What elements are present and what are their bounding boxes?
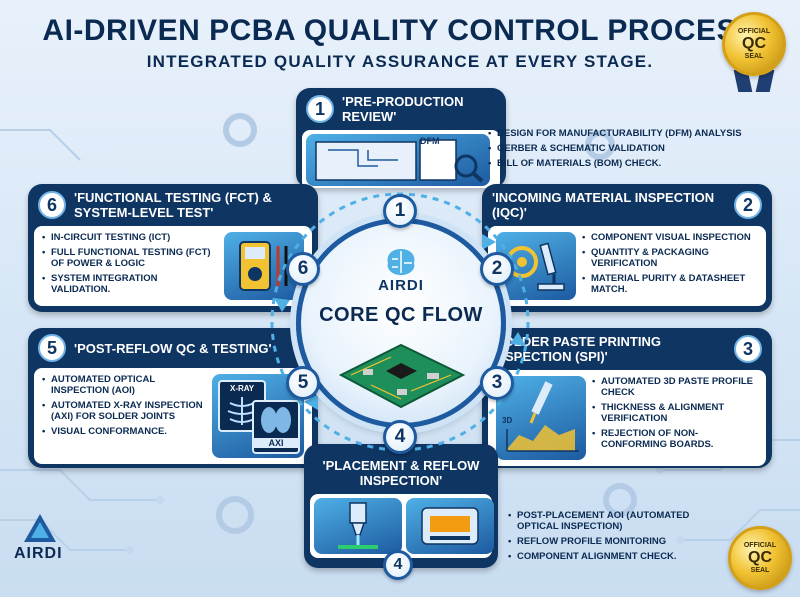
3d-label: 3D xyxy=(502,416,513,425)
core-brand: AIRDI xyxy=(378,277,424,294)
list-item: REJECTION OF NON-CONFORMING BOARDS. xyxy=(592,428,758,450)
core-title: CORE QC FLOW xyxy=(319,304,483,326)
list-item: DESIGN FOR MANUFACTURABILITY (DFM) ANALY… xyxy=(488,128,788,139)
ring-marker-5: 5 xyxy=(286,366,320,400)
step-5-list: AUTOMATED OPTICAL INSPECTION (AOI) AUTOM… xyxy=(42,374,206,458)
list-item: GERBER & SCHEMATIC VALIDATION xyxy=(488,143,788,154)
seal-line-1: OFFICIAL xyxy=(737,28,771,35)
step-4-panel: 'PLACEMENT & REFLOW INSPECTION' xyxy=(304,444,498,568)
step-2-list: COMPONENT VISUAL INSPECTION QUANTITY & P… xyxy=(582,232,758,300)
list-item: AUTOMATED OPTICAL INSPECTION (AOI) xyxy=(42,374,206,396)
xray-illustration: X-RAY AXI xyxy=(212,374,304,458)
step-6-header: 6 'FUNCTIONAL TESTING (FCT) & SYSTEM-LEV… xyxy=(28,184,318,226)
multimeter-illustration xyxy=(224,232,304,300)
step-6-list: IN-CIRCUIT TESTING (ICT) FULL FUNCTIONAL… xyxy=(42,232,218,300)
step-2-header: 'INCOMING MATERIAL INSPECTION (IQC)' 2 xyxy=(482,184,772,226)
step-4-title: 'PLACEMENT & REFLOW INSPECTION' xyxy=(322,458,480,488)
footer-brand: AIRDI xyxy=(14,545,63,562)
qc-seal-bottom: OFFICIAL QC SEAL xyxy=(728,526,792,590)
list-item: POST-PLACEMENT AOI (AUTOMATED OPTICAL IN… xyxy=(508,510,728,532)
ribcage-icon xyxy=(227,397,257,425)
step-5-title: 'POST-REFLOW QC & TESTING' xyxy=(74,340,272,356)
step-1-header: 1 'PRE-PRODUCTION REVIEW' xyxy=(296,88,506,130)
step-1-number: 1 xyxy=(306,95,334,123)
xray-label: X-RAY xyxy=(229,384,254,393)
step-5-panel: 5 'POST-REFLOW QC & TESTING' AUTOMATED O… xyxy=(28,328,318,468)
step-5-header: 5 'POST-REFLOW QC & TESTING' xyxy=(28,328,318,368)
airdi-brain-icon xyxy=(387,249,415,275)
list-item: THICKNESS & ALIGNMENT VERIFICATION xyxy=(592,402,758,424)
step-4-list: POST-PLACEMENT AOI (AUTOMATED OPTICAL IN… xyxy=(508,510,728,566)
step-1-title: 'PRE-PRODUCTION REVIEW' xyxy=(342,94,464,124)
step-3-number: 3 xyxy=(734,335,762,363)
list-item: QUANTITY & PACKAGING VERIFICATION xyxy=(582,247,758,269)
seal-line-3: SEAL xyxy=(744,53,764,60)
list-item: SYSTEM INTEGRATION VALIDATION. xyxy=(42,273,218,295)
ring-marker-3: 3 xyxy=(480,366,514,400)
qc-seal-top: OFFICIAL QC SEAL xyxy=(722,12,786,92)
step-2-number: 2 xyxy=(734,191,762,219)
list-item: AUTOMATED X-RAY INSPECTION (AXI) FOR SOL… xyxy=(42,400,206,422)
ring-marker-2: 2 xyxy=(480,252,514,286)
step-2-panel: 'INCOMING MATERIAL INSPECTION (IQC)' 2 C… xyxy=(482,184,772,312)
list-item: COMPONENT VISUAL INSPECTION xyxy=(582,232,758,243)
step-1-panel: 1 'PRE-PRODUCTION REVIEW' DFM xyxy=(296,88,506,188)
list-item: VISUAL CONFORMANCE. xyxy=(42,426,206,437)
step-3-panel: 'SOLDER PASTE PRINTING INSPECTION (SPI)'… xyxy=(482,328,772,468)
step-2-title: 'INCOMING MATERIAL INSPECTION (IQC)' xyxy=(492,190,715,220)
step-1-list: DESIGN FOR MANUFACTURABILITY (DFM) ANALY… xyxy=(488,128,788,173)
list-item: IN-CIRCUIT TESTING (ICT) xyxy=(42,232,218,243)
step-3-list: AUTOMATED 3D PASTE PROFILE CHECK THICKNE… xyxy=(592,376,758,460)
list-item: BILL OF MATERIALS (BOM) CHECK. xyxy=(488,158,788,169)
solder-paste-icon xyxy=(506,381,579,452)
ring-marker-6: 6 xyxy=(286,252,320,286)
dfm-label: DFM xyxy=(420,136,440,146)
placement-nozzle-illustration xyxy=(314,498,402,554)
ring-marker-4: 4 xyxy=(383,420,417,454)
microscope-icon xyxy=(506,242,565,291)
reflow-oven-icon xyxy=(421,507,479,545)
seal-line-2: QC xyxy=(742,35,766,52)
multimeter-icon xyxy=(239,241,288,291)
reflow-oven-illustration xyxy=(406,498,494,554)
seal-line-2: QC xyxy=(748,549,772,566)
axi-card: AXI xyxy=(252,400,300,454)
lungs-icon xyxy=(261,407,291,433)
list-item: COMPONENT ALIGNMENT CHECK. xyxy=(508,551,728,562)
core-qc-flow: AIRDI CORE QC FLOW xyxy=(296,218,506,428)
pcb-board-icon xyxy=(338,343,466,409)
list-item: MATERIAL PURITY & DATASHEET MATCH. xyxy=(582,273,758,295)
airdi-logo-icon xyxy=(24,514,56,542)
list-item: FULL FUNCTIONAL TESTING (FCT) OF POWER &… xyxy=(42,247,218,269)
seal-line-3: SEAL xyxy=(750,567,770,574)
ring-marker-1: 1 xyxy=(383,194,417,228)
axi-label: AXI xyxy=(254,438,298,448)
step-5-number: 5 xyxy=(38,334,66,362)
step-6-number: 6 xyxy=(38,191,66,219)
step-6-panel: 6 'FUNCTIONAL TESTING (FCT) & SYSTEM-LEV… xyxy=(28,184,318,312)
list-item: AUTOMATED 3D PASTE PROFILE CHECK xyxy=(592,376,758,398)
page-subtitle: INTEGRATED QUALITY ASSURANCE AT EVERY ST… xyxy=(146,52,654,71)
seal-line-1: OFFICIAL xyxy=(743,542,777,549)
step-4-bottom-marker: 4 xyxy=(383,550,413,580)
page-title: AI-DRIVEN PCBA QUALITY CONTROL PROCESS xyxy=(42,14,758,47)
list-item: REFLOW PROFILE MONITORING xyxy=(508,536,728,547)
step-4-header: 'PLACEMENT & REFLOW INSPECTION' xyxy=(304,444,498,494)
blueprint-icon xyxy=(315,139,484,183)
pick-and-place-icon xyxy=(338,502,378,549)
step-6-title: 'FUNCTIONAL TESTING (FCT) & SYSTEM-LEVEL… xyxy=(74,190,272,220)
blueprint-illustration: DFM xyxy=(306,134,490,186)
